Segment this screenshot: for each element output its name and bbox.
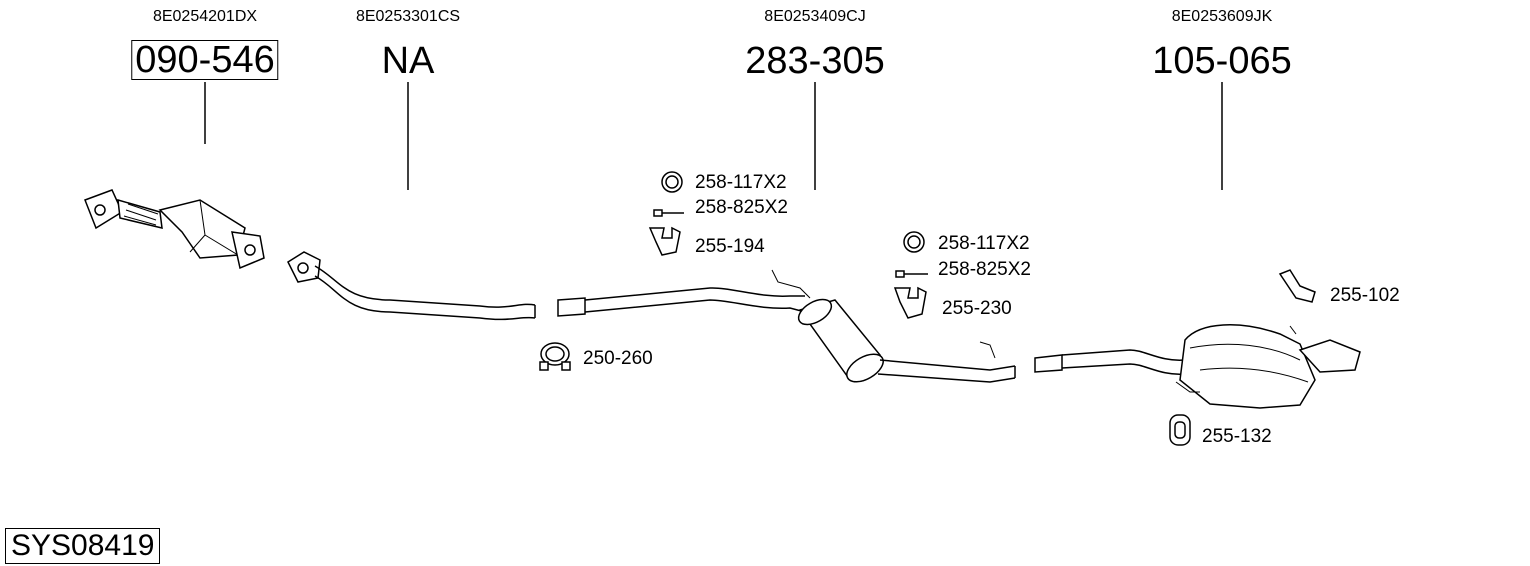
label-ring-mid: 258-117X2 — [695, 172, 787, 193]
label-hanger-rear: 255-230 — [942, 298, 1012, 319]
label-bracket: 255-102 — [1330, 285, 1400, 306]
label-clamp: 250-260 — [583, 348, 653, 369]
label-bolt-rear: 258-825X2 — [938, 259, 1031, 280]
sealing-ring-icon — [661, 171, 683, 193]
hanger-icon — [648, 226, 681, 256]
oem-number-front-pipe: 8E0253301CS — [355, 8, 461, 25]
label-bolt-mid: 258-825X2 — [695, 197, 788, 218]
bolt-icon — [653, 209, 684, 217]
front-pipe-icon — [287, 251, 536, 321]
catalytic-converter-icon — [84, 189, 265, 270]
bracket-icon — [1278, 269, 1316, 303]
rubber-mount-icon — [1169, 414, 1191, 446]
bolt-icon-rear — [895, 270, 928, 278]
sealing-ring-icon-rear — [903, 231, 925, 253]
clamp-icon — [539, 342, 571, 371]
oem-number-rear-silencer: 8E0253609JK — [1171, 8, 1273, 25]
oem-number-center-silencer: 8E0253409CJ — [764, 8, 866, 25]
part-number-catalyst: 090-546 — [131, 40, 279, 80]
center-silencer-icon — [557, 269, 1016, 383]
rear-silencer-icon — [1034, 324, 1361, 409]
part-number-front-pipe: NA — [381, 40, 435, 82]
hanger-icon-rear — [893, 286, 927, 319]
oem-number-catalyst: 8E0254201DX — [152, 8, 258, 25]
system-id-badge: SYS08419 — [5, 528, 161, 564]
label-hanger-mid: 255-194 — [695, 236, 765, 257]
part-number-rear-silencer: 105-065 — [1152, 40, 1292, 82]
part-number-center-silencer: 283-305 — [745, 40, 885, 82]
label-rubber-mount: 255-132 — [1202, 426, 1272, 447]
label-ring-rear: 258-117X2 — [938, 233, 1030, 254]
